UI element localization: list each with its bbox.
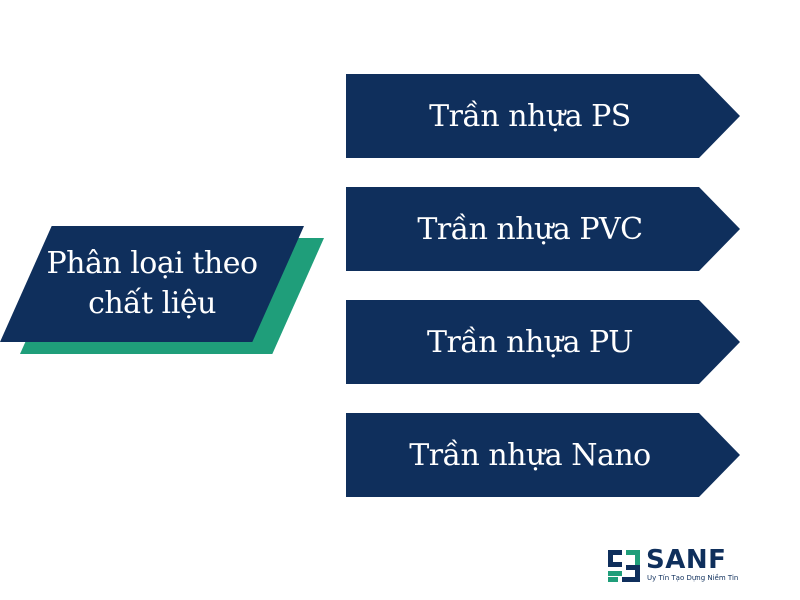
logo-tagline: Uy Tín Tạo Dựng Niềm Tin <box>647 574 739 582</box>
material-list: Trần nhựa PS Trần nhựa PVC Trần nhựa PU … <box>346 74 740 526</box>
material-item-nano: Trần nhựa Nano <box>346 413 740 497</box>
brand-logo: SANF Uy Tín Tạo Dựng Niềm Tin <box>606 546 756 586</box>
category-box <box>0 226 304 342</box>
material-item-pu: Trần nhựa PU <box>346 300 740 384</box>
category-line-1: Phân loại theo <box>46 246 258 281</box>
material-label: Trần nhựa PVC <box>417 211 643 247</box>
category-line-2: chất liệu <box>88 286 216 321</box>
material-label: Trần nhựa PU <box>427 324 633 360</box>
logo-name: SANF <box>646 545 727 575</box>
material-label: Trần nhựa PS <box>429 98 631 134</box>
logo-mark-icon <box>608 550 640 582</box>
material-label: Trần nhựa Nano <box>409 437 651 473</box>
category-label: Phân loại theo chất liệu <box>26 226 278 342</box>
material-item-ps: Trần nhựa PS <box>346 74 740 158</box>
material-item-pvc: Trần nhựa PVC <box>346 187 740 271</box>
